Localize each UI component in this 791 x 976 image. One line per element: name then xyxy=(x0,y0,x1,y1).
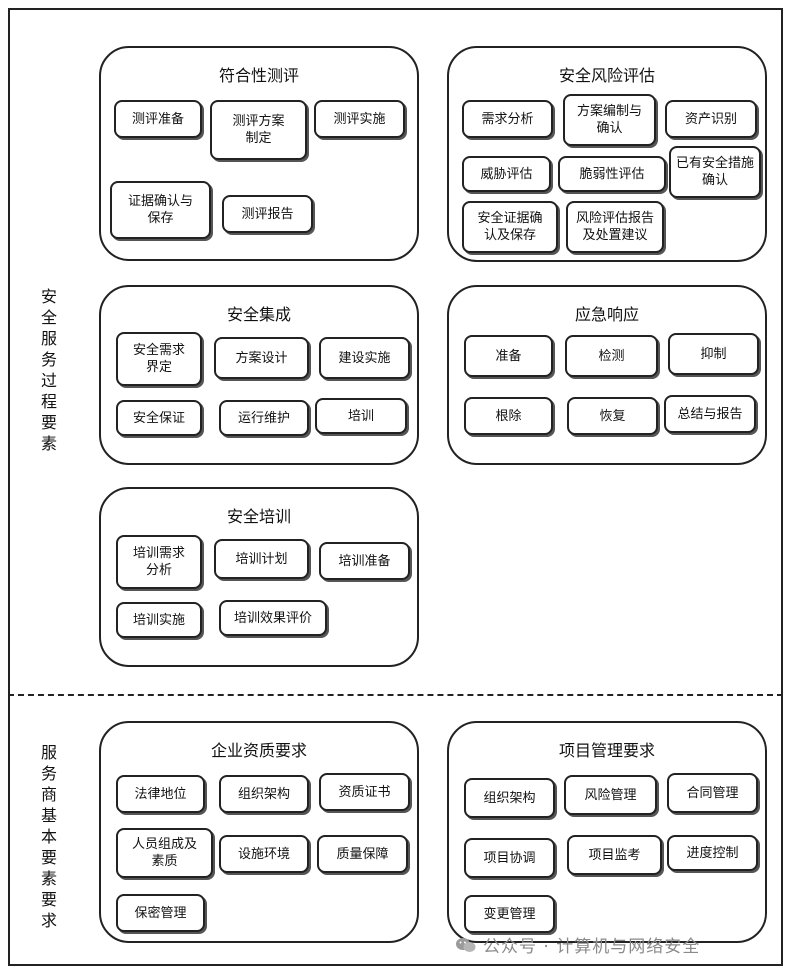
group-title: 企业资质要求 xyxy=(210,741,307,760)
box-item: 测评准备 xyxy=(114,100,202,138)
box-item: 培训 xyxy=(315,398,407,434)
watermark: 公众号 · 计算机与网络安全 xyxy=(455,932,700,957)
box-item: 风险管理 xyxy=(564,775,657,815)
group-project-management: 项目管理要求 组织架构 风险管理 合同管理 项目协调 项目监考 进度控制 变更管… xyxy=(447,721,767,943)
group-title: 项目管理要求 xyxy=(558,741,655,760)
group-conformity: 符合性测评 测评准备 测评方案制定 测评实施 证据确认与保存 测评报告 xyxy=(99,46,419,261)
side-label-lower: 服务商基本要素要求 xyxy=(36,742,62,931)
box-item: 人员组成及素质 xyxy=(116,828,213,878)
group-training: 安全培训 培训需求分析 培训计划 培训准备 培训实施 培训效果评价 xyxy=(99,487,419,667)
box-item: 风险评估报告及处置建议 xyxy=(566,201,664,253)
box-item: 建设实施 xyxy=(319,337,410,379)
box-item: 脆弱性评估 xyxy=(558,156,666,192)
side-label-upper: 安全服务过程要素 xyxy=(36,286,62,454)
box-item: 检测 xyxy=(565,335,658,377)
box-item: 质量保障 xyxy=(317,835,408,873)
side-label-char: 要 xyxy=(40,890,57,909)
group-title: 符合性测评 xyxy=(218,66,299,85)
group-integration: 安全集成 安全需求界定 方案设计 建设实施 安全保证 运行维护 培训 xyxy=(99,285,419,465)
box-item: 根除 xyxy=(464,397,553,435)
box-item: 需求分析 xyxy=(462,100,553,138)
group-title: 安全风险评估 xyxy=(558,66,655,85)
box-item: 保密管理 xyxy=(116,894,205,932)
box-item: 项目监考 xyxy=(567,835,662,875)
box-item: 抑制 xyxy=(668,333,759,375)
side-label-char: 服 xyxy=(40,329,57,348)
side-label-char: 全 xyxy=(40,308,57,327)
side-label-char: 安 xyxy=(40,287,57,306)
box-item: 培训准备 xyxy=(319,542,410,580)
box-item: 已有安全措施确认 xyxy=(669,146,761,198)
side-label-char: 要 xyxy=(40,848,57,867)
box-item: 变更管理 xyxy=(464,895,555,933)
group-title: 安全培训 xyxy=(226,507,291,526)
box-item: 安全保证 xyxy=(116,400,202,436)
box-item: 方案设计 xyxy=(214,337,309,379)
box-item: 项目协调 xyxy=(464,838,555,878)
side-label-char: 程 xyxy=(40,392,57,411)
side-label-char: 本 xyxy=(40,827,57,846)
box-item: 安全证据确认及保存 xyxy=(462,201,558,253)
box-item: 培训效果评价 xyxy=(219,600,327,636)
group-emergency-response: 应急响应 准备 检测 抑制 根除 恢复 总结与报告 xyxy=(447,285,767,465)
box-item: 证据确认与保存 xyxy=(110,181,211,239)
outer-frame xyxy=(8,8,783,966)
side-label-char: 商 xyxy=(40,785,57,804)
box-item: 安全需求界定 xyxy=(116,332,202,386)
group-enterprise-qualification: 企业资质要求 法律地位 组织架构 资质证书 人员组成及素质 设施环境 质量保障 … xyxy=(99,721,419,943)
box-item: 组织架构 xyxy=(464,778,555,818)
box-item: 资产识别 xyxy=(665,100,757,138)
box-item: 资质证书 xyxy=(319,773,410,811)
box-item: 威胁评估 xyxy=(462,156,551,192)
side-label-char: 务 xyxy=(40,764,57,783)
side-label-char: 素 xyxy=(40,434,57,453)
group-risk-assessment: 安全风险评估 需求分析 方案编制与确认 资产识别 威胁评估 脆弱性评估 已有安全… xyxy=(447,46,767,262)
side-label-char: 务 xyxy=(40,350,57,369)
side-label-char: 求 xyxy=(40,911,57,930)
box-item: 方案编制与确认 xyxy=(563,94,656,146)
side-label-char: 基 xyxy=(40,806,57,825)
group-title: 安全集成 xyxy=(226,305,291,324)
watermark-text: 公众号 · 计算机与网络安全 xyxy=(483,937,701,957)
box-item: 设施环境 xyxy=(219,835,309,873)
box-item: 法律地位 xyxy=(116,775,205,813)
box-item: 培训计划 xyxy=(214,539,309,579)
box-item: 准备 xyxy=(464,335,553,377)
side-label-char: 过 xyxy=(40,371,57,390)
box-item: 测评方案制定 xyxy=(210,100,307,160)
box-item: 合同管理 xyxy=(667,773,758,813)
box-item: 恢复 xyxy=(567,397,658,435)
section-divider xyxy=(8,694,783,696)
side-label-char: 服 xyxy=(40,743,57,762)
side-label-char: 要 xyxy=(40,413,57,432)
box-item: 培训需求分析 xyxy=(116,535,202,589)
box-item: 组织架构 xyxy=(219,775,309,813)
box-item: 总结与报告 xyxy=(664,395,756,433)
box-item: 测评报告 xyxy=(222,195,313,233)
box-item: 运行维护 xyxy=(219,400,309,436)
box-item: 培训实施 xyxy=(116,602,202,638)
box-item: 进度控制 xyxy=(667,835,758,871)
side-label-char: 素 xyxy=(40,869,57,888)
box-item: 测评实施 xyxy=(314,100,405,138)
wechat-icon xyxy=(456,937,476,952)
group-title: 应急响应 xyxy=(574,305,639,324)
